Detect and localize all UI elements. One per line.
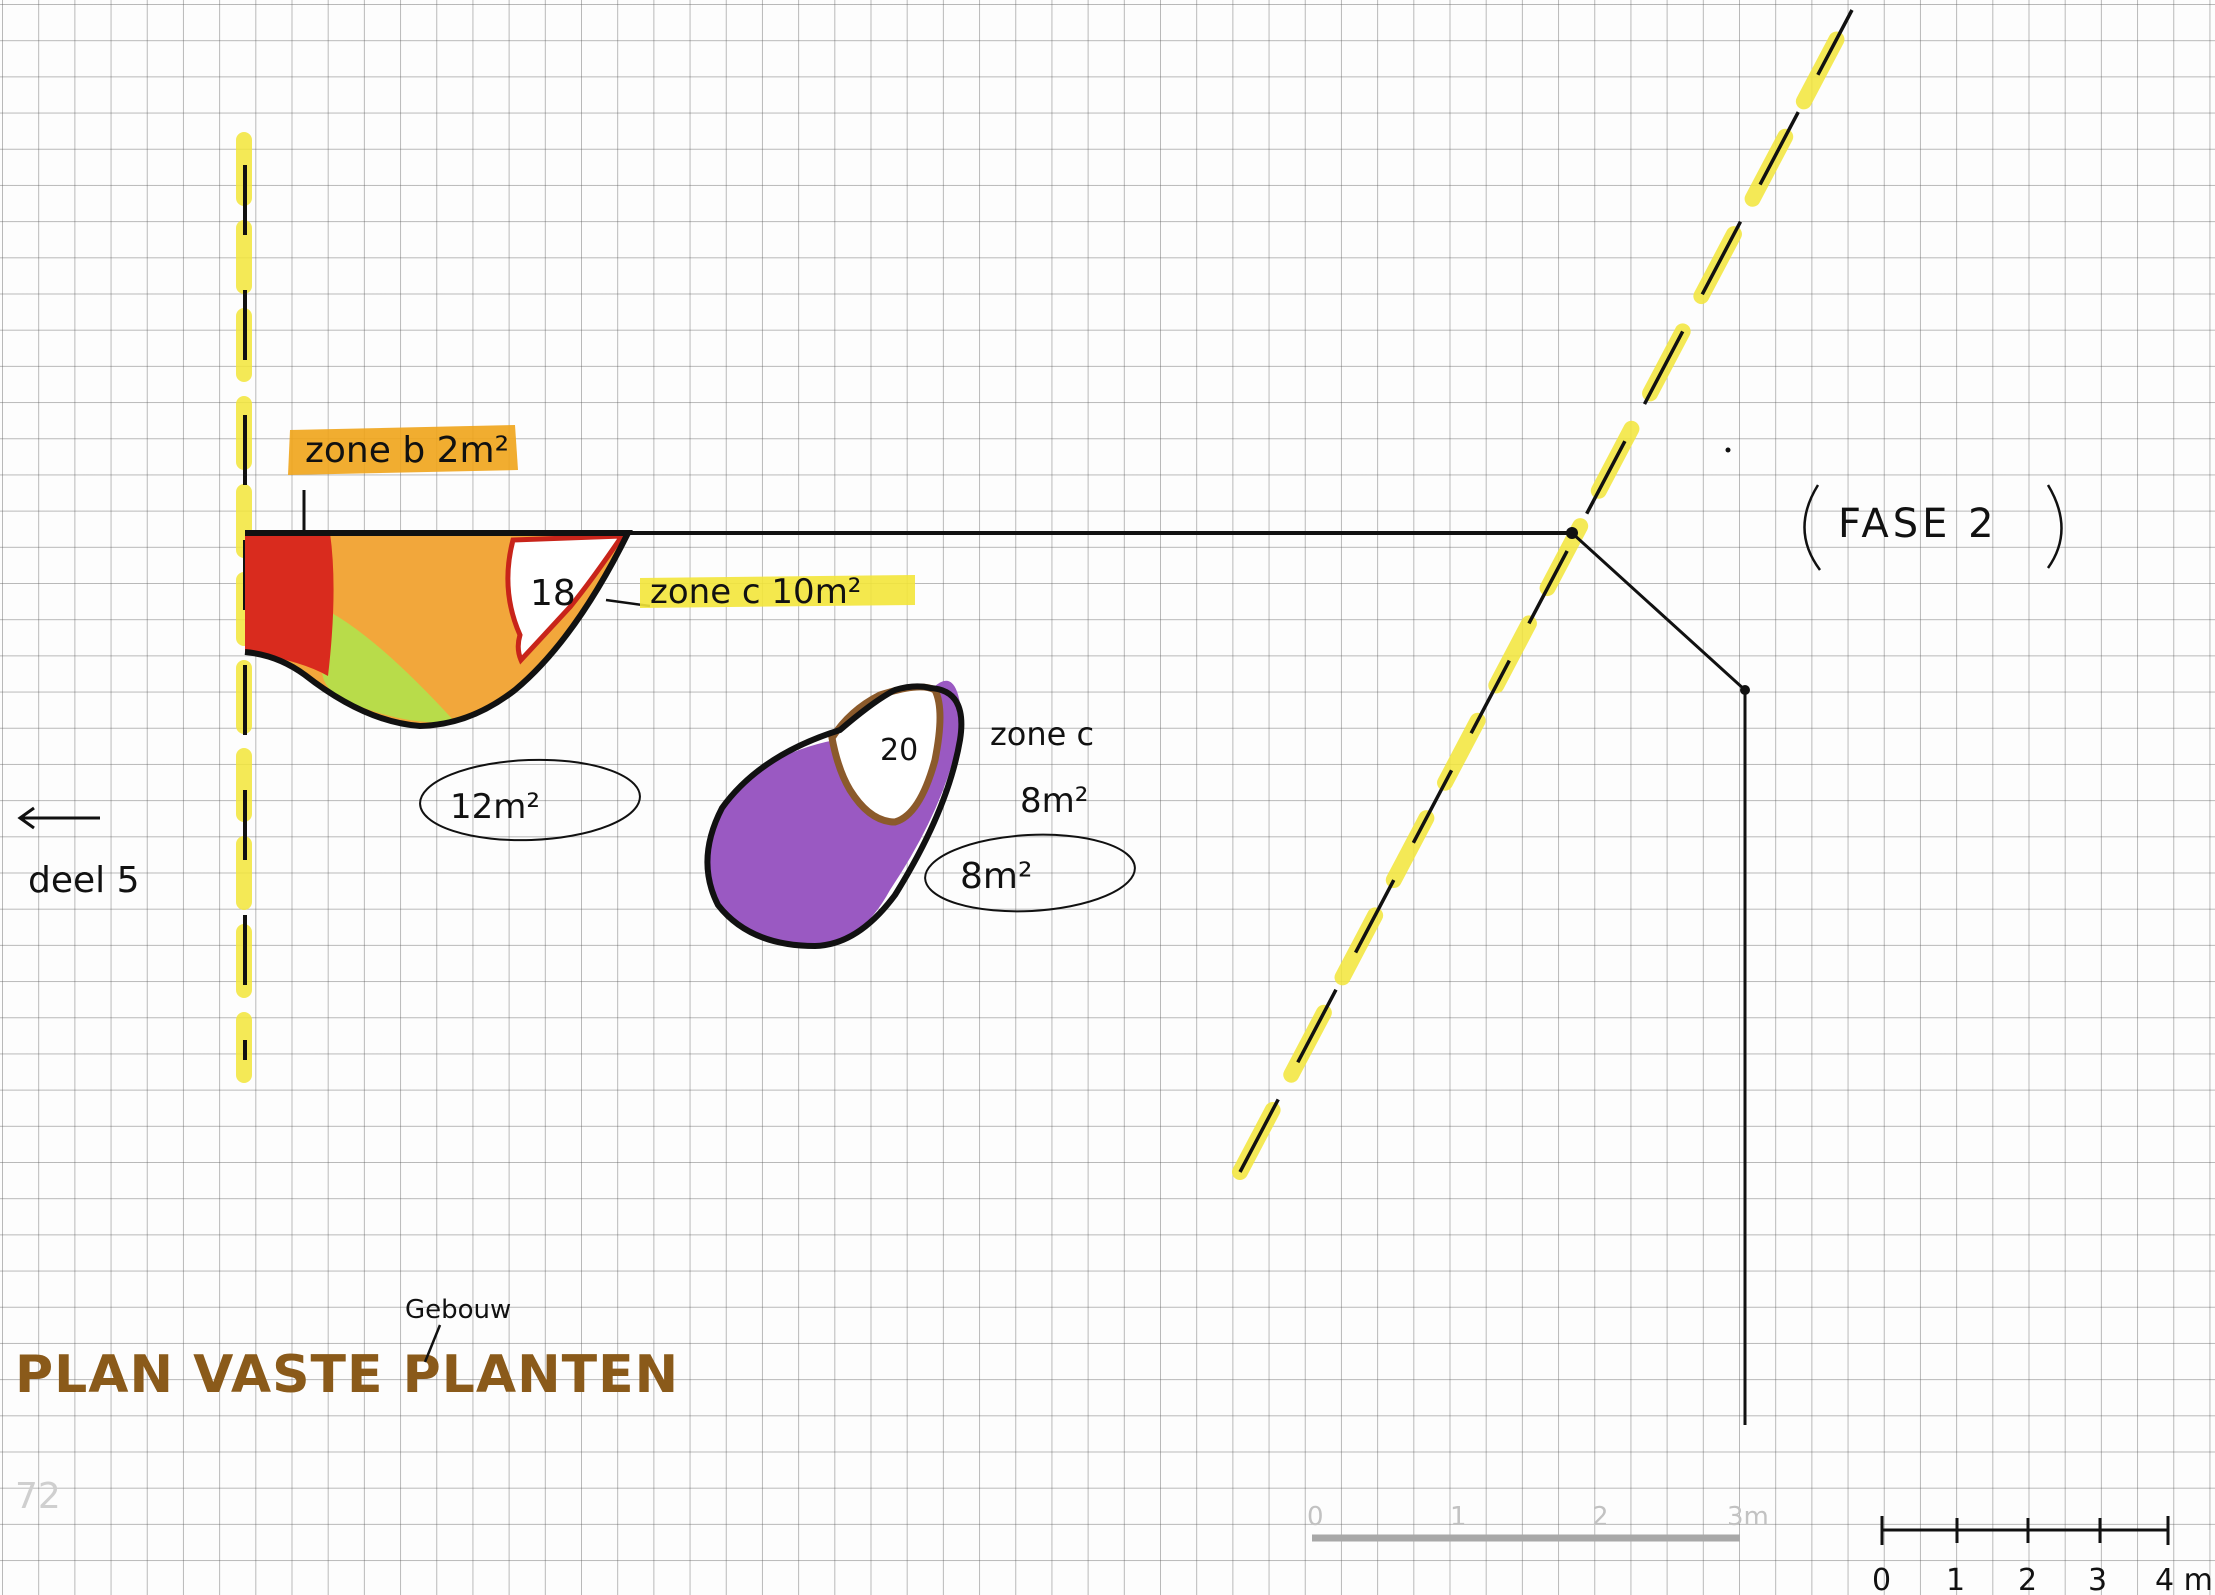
plan-title: PLAN VASTE PLANTEN Gebouw [15, 1295, 679, 1405]
scale-tick-label: 0 [1872, 1563, 1891, 1595]
phase-label: FASE 2 [1803, 484, 2063, 571]
corner-dot [1740, 685, 1750, 695]
corner-mark: 72 [15, 1476, 61, 1517]
scale-tick-label: 3 [2088, 1563, 2107, 1595]
zone-c-right-area: 8m² [1020, 781, 1088, 821]
scale-faint: 0 1 2 3m [1307, 1502, 1769, 1542]
zone-b-label: zone b 2m² [305, 430, 509, 471]
area-label-8: 8m² [960, 856, 1032, 897]
bed-number-18: 18 [530, 573, 576, 614]
scale-faint-tick: 3m [1727, 1502, 1769, 1532]
scale-bar: 0 1 2 3 4 m [1872, 1516, 2213, 1595]
scale-faint-tick: 2 [1592, 1502, 1609, 1532]
area-label-12: 12m² [450, 787, 540, 827]
direction-label: deel 5 [28, 860, 140, 901]
scale-tick-label: 4 m [2155, 1563, 2213, 1595]
scale-faint-tick: 1 [1450, 1502, 1467, 1532]
left-boundary-line [236, 132, 252, 1083]
direction-indicator: deel 5 [17, 806, 140, 901]
scale-tick-label: 2 [2018, 1563, 2037, 1595]
scale-tick-label: 1 [1946, 1563, 1965, 1595]
plant-bed-zone-c-purple [704, 680, 965, 950]
title-annotation: Gebouw [405, 1295, 511, 1325]
phase-text: FASE 2 [1838, 501, 1998, 547]
stray-dot [1725, 447, 1731, 453]
area-ellipse-12 [419, 758, 641, 842]
arrow-left-icon [17, 806, 35, 830]
title-text: PLAN VASTE PLANTEN [15, 1345, 679, 1405]
corner-dot [1566, 527, 1578, 539]
zone-c-right-label: zone c [990, 715, 1094, 753]
area-ellipse-8 [924, 833, 1136, 913]
zone-c-top-label: zone c 10m² [650, 572, 861, 612]
plant-bed-zone-b-c [244, 490, 651, 730]
label-highlights [288, 425, 915, 608]
scale-faint-tick: 0 [1307, 1502, 1324, 1532]
bed-number-20: 20 [880, 733, 918, 768]
annotation-arrow [423, 1324, 442, 1363]
diagonal-boundary-line [1232, 2, 1860, 1180]
